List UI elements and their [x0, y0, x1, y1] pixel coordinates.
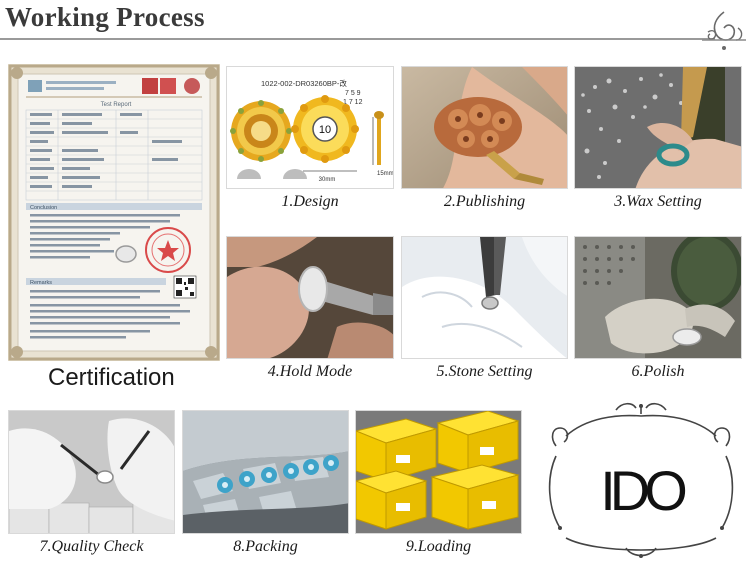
publishing-photo — [401, 66, 568, 189]
certification-photo: Test Report Conclusion — [8, 64, 220, 361]
design-photo: 1022-002-DR03260BP-改 7 5 9 1 7 12 10 15m… — [226, 66, 394, 189]
step-label-stone-setting: 5.Stone Setting — [436, 363, 533, 380]
step-label-hold-mode: 4.Hold Mode — [267, 363, 353, 380]
doc-section-conclusion: Conclusion — [30, 205, 57, 211]
loading-photo — [355, 410, 522, 534]
step-label-loading: 9.Loading — [405, 538, 472, 555]
header-divider — [0, 38, 715, 40]
hold-mode-photo — [226, 236, 394, 359]
flourish-ornament-icon — [702, 11, 746, 50]
doc-section-remarks: Remarks — [30, 280, 52, 286]
design-center-number: 10 — [319, 124, 331, 136]
design-sizes-row1: 7 5 9 — [345, 90, 361, 97]
step-label-design: 1.Design — [281, 193, 339, 210]
design-sizes-row2: 1 7 12 — [343, 99, 363, 106]
brand-logo: IDO — [536, 398, 746, 564]
design-width-dim: 30mm — [319, 177, 336, 183]
doc-title: Test Report — [101, 102, 132, 108]
design-code: 1022-002-DR03260BP-改 — [261, 78, 347, 88]
logo-text: IDO — [600, 459, 685, 522]
page-title: Working Process — [5, 2, 205, 32]
step-label-packing: 8.Packing — [233, 538, 298, 555]
step-label-polish: 6.Polish — [631, 363, 685, 380]
step-label-quality-check: 7.Quality Check — [39, 538, 144, 555]
step-label-publishing: 2.Publishing — [443, 193, 526, 210]
packing-photo — [182, 410, 349, 534]
design-height-dim: 15mm — [377, 171, 394, 177]
certification-caption: Certification — [48, 364, 175, 391]
wax-setting-photo — [574, 66, 742, 189]
polish-photo — [574, 236, 742, 359]
stone-setting-photo — [401, 236, 568, 359]
quality-check-photo — [8, 410, 175, 534]
step-label-wax-setting: 3.Wax Setting — [614, 193, 702, 210]
